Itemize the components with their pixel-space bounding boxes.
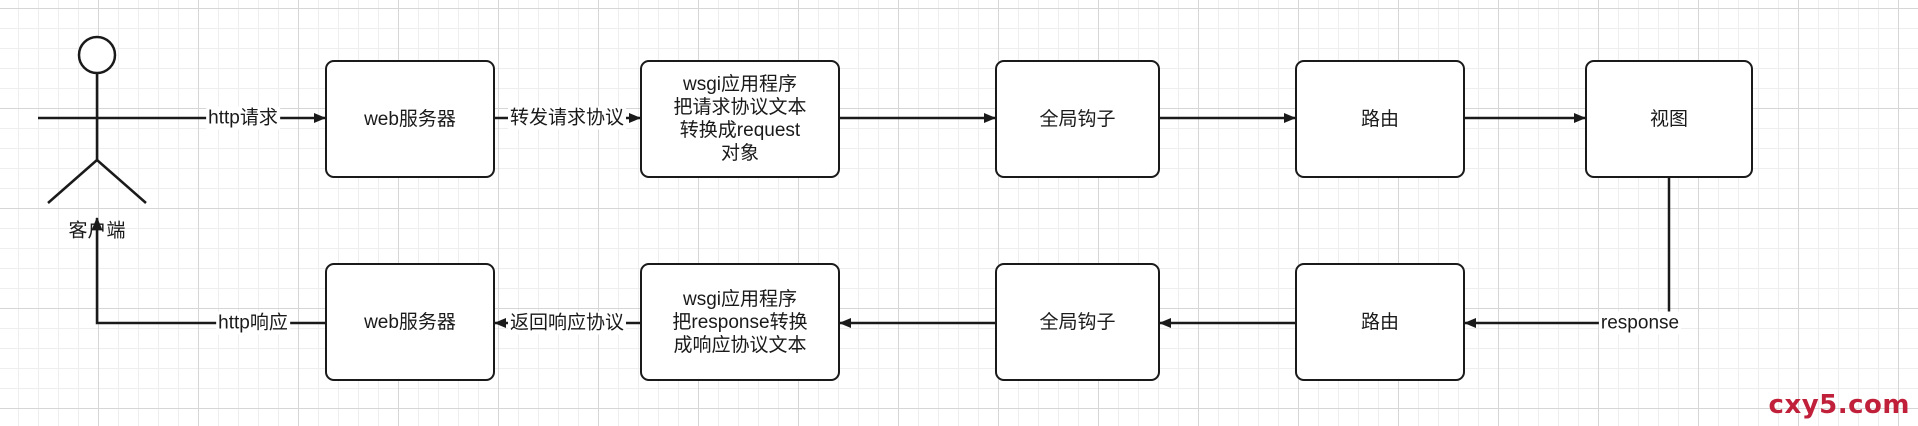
web-server-node-top[interactable]: web服务器: [325, 60, 495, 178]
wsgi-request-node[interactable]: wsgi应用程序 把请求协议文本 转换成request 对象: [640, 60, 840, 178]
global-hooks-node-top-label: 全局钩子: [1039, 108, 1116, 130]
global-hooks-node-bottom[interactable]: 全局钩子: [995, 263, 1160, 381]
wsgi-response-node-label: wsgi应用程序 把response转换 成响应协议文本: [672, 288, 808, 356]
global-hooks-node-bottom-label: 全局钩子: [1039, 311, 1116, 333]
global-hooks-node-top[interactable]: 全局钩子: [995, 60, 1160, 178]
wsgi-response-node[interactable]: wsgi应用程序 把response转换 成响应协议文本: [640, 263, 840, 381]
edge-response: [1464, 178, 1671, 328]
router-node-top-label: 路由: [1360, 108, 1399, 130]
edge-http-response: [92, 217, 325, 325]
http-request-label: http请求: [206, 106, 280, 130]
response-label: response: [1598, 311, 1682, 335]
view-node[interactable]: 视图: [1585, 60, 1753, 178]
http-response-label: http响应: [216, 311, 290, 335]
view-node-label: 视图: [1649, 108, 1688, 130]
web-server-node-top-label: web服务器: [364, 108, 456, 130]
router-node-top[interactable]: 路由: [1295, 60, 1465, 178]
web-server-node-bottom[interactable]: web服务器: [325, 263, 495, 381]
watermark-text: cxy5.com: [1768, 390, 1910, 420]
client-actor-label: 客户端: [68, 220, 126, 242]
wsgi-request-node-label: wsgi应用程序 把请求协议文本 转换成request 对象: [673, 74, 807, 164]
router-node-bottom[interactable]: 路由: [1295, 263, 1465, 381]
return-response-label: 返回响应协议: [507, 311, 627, 335]
forward-request-label: 转发请求协议: [507, 106, 627, 130]
client-actor-icon: [38, 35, 154, 204]
router-node-bottom-label: 路由: [1360, 311, 1399, 333]
web-server-node-bottom-label: web服务器: [364, 311, 456, 333]
